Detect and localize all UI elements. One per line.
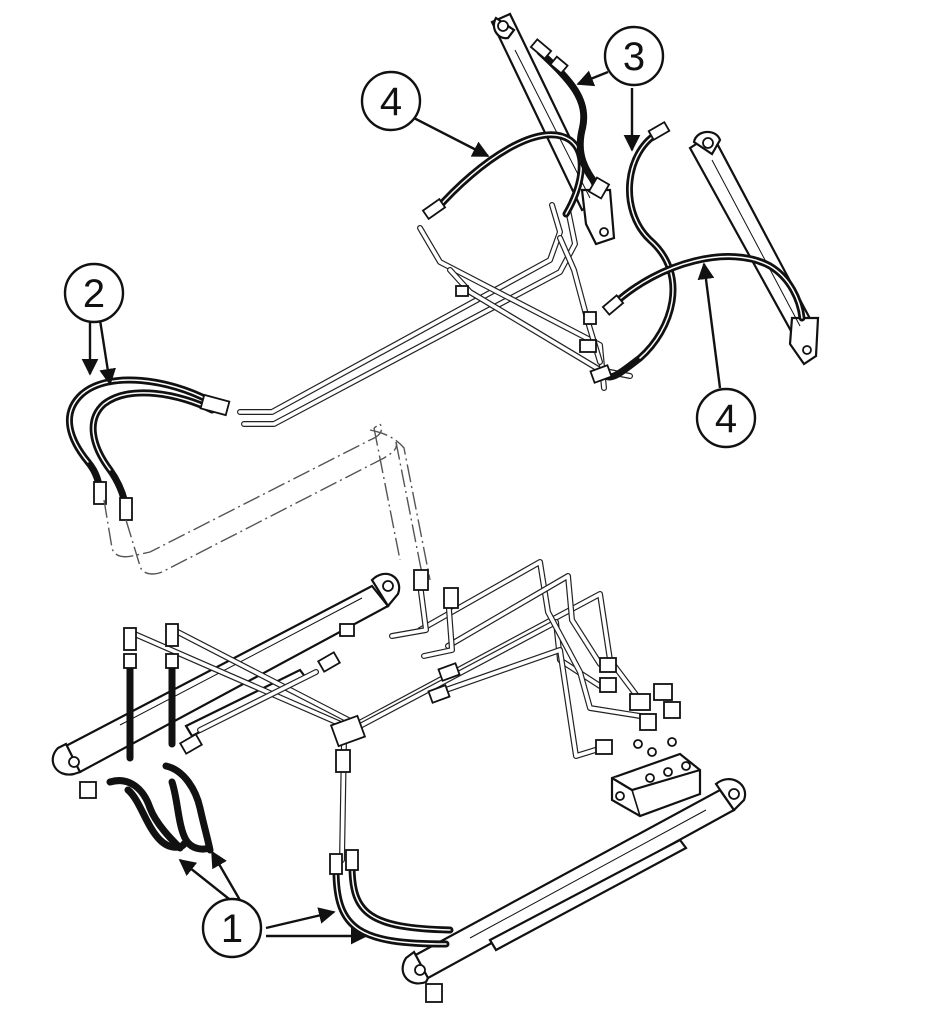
callout-2: 2 [63,262,125,324]
callout-4-lower: 4 [695,387,757,449]
callout-4-upper: 4 [360,70,422,132]
upper-fittings [421,38,671,384]
lower-fittings [79,569,681,1003]
hose-4-upper [432,131,585,218]
hose-3-right [602,128,677,381]
control-valve [610,752,702,818]
svg-text:1: 1 [221,907,243,951]
svg-text:4: 4 [380,80,402,124]
upper-assembly [237,12,820,427]
callout-1: 1 [201,897,263,959]
lower-right-cylinder [401,778,747,985]
svg-text:4: 4 [715,397,737,441]
hose-1-loops [106,762,214,854]
hose-2-assembly [65,376,231,521]
upper-rigid-tubes [237,202,633,427]
hose-1-lower [332,862,454,948]
callout-3: 3 [603,25,665,87]
upper-right-cylinder [688,130,820,366]
lower-assembly [51,559,747,1003]
hose-1-vertical-left [126,658,176,762]
lower-rigid-tubes [127,559,643,863]
svg-text:2: 2 [83,272,105,316]
phantom-outline [103,423,431,585]
svg-text:3: 3 [623,35,645,79]
hose-4-right [610,253,806,322]
